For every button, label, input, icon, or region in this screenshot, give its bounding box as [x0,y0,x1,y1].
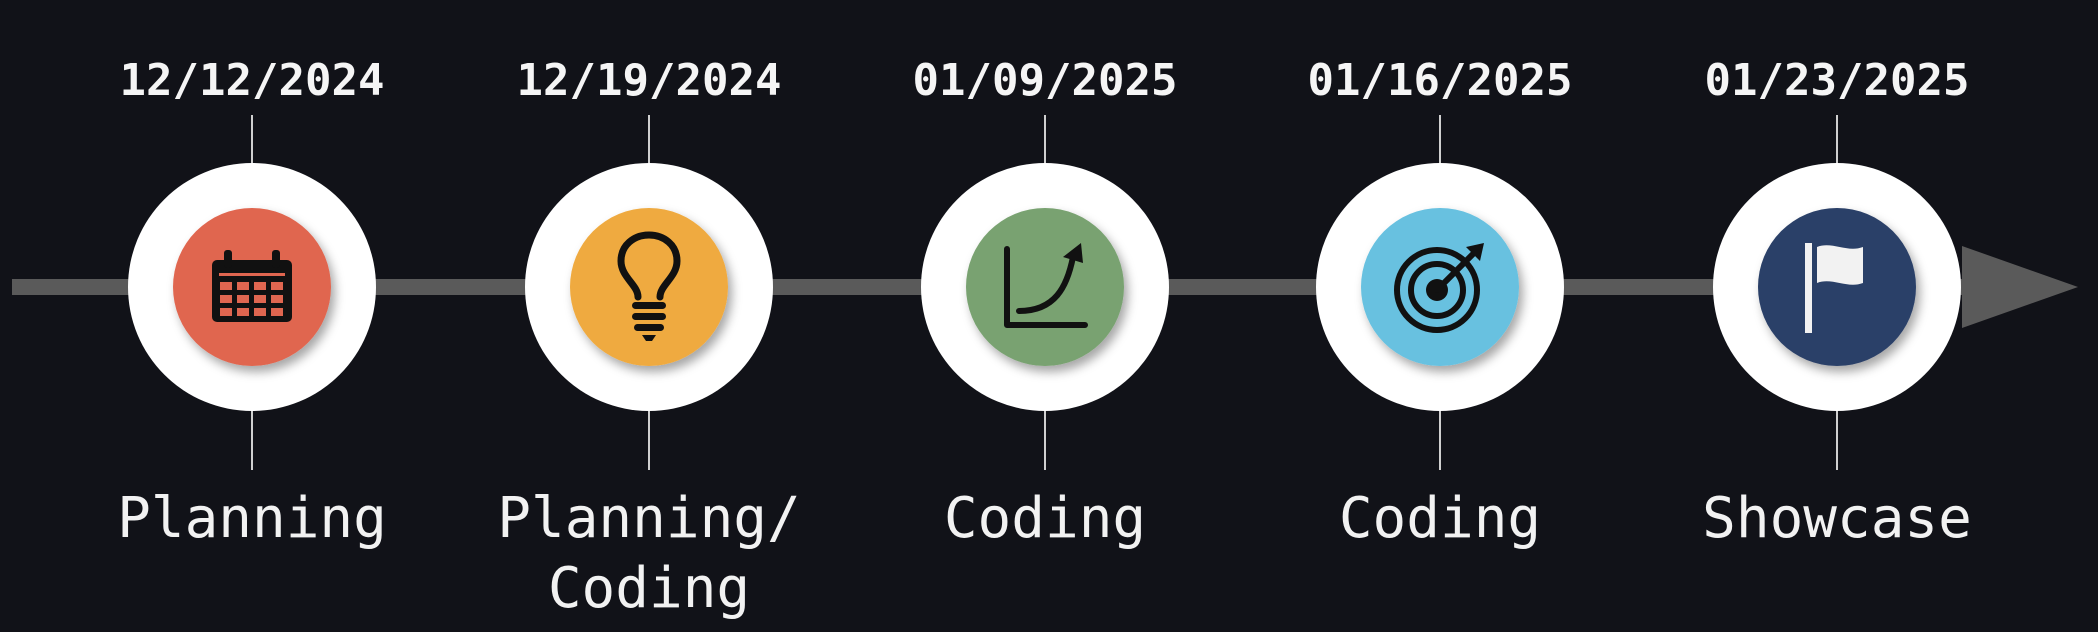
flag-pole [1805,243,1812,333]
target-outer-ring [1394,247,1480,333]
milestone-disc [966,208,1124,366]
calendar-icon [212,250,292,322]
target-arrow-fletch [1466,243,1484,261]
milestone-label: Planning [117,486,387,551]
milestone-label: Coding [944,486,1146,551]
milestone-date: 01/16/2025 [1308,55,1573,106]
calendar-cell [220,282,232,290]
flag-icon [1805,243,1863,333]
calendar-cell [237,308,249,316]
calendar-cell [254,282,266,290]
target-arrow-shaft [1434,246,1481,293]
calendar-cell [220,295,232,303]
calendar-cell [271,295,283,303]
chart-arrowhead [1063,243,1083,263]
milestone-label: Coding [1339,486,1541,551]
target-middle-ring [1408,261,1466,319]
chart-curve [1016,254,1076,314]
bulb-base-3 [634,324,664,331]
calendar-cell [237,295,249,303]
chart-axes [1004,246,1088,328]
milestone-label: Coding [548,556,750,621]
calendar-ring-left [224,250,232,268]
calendar-ring-right [272,250,280,268]
bulb-base-1 [632,302,666,309]
calendar-cell [254,308,266,316]
milestone-date: 01/09/2025 [913,55,1178,106]
calendar-header-line [219,273,285,276]
calendar-cell [220,308,232,316]
flag-cloth [1817,245,1863,285]
calendar-cell [271,282,283,290]
bulb-glass [617,231,681,301]
bulb-tip [642,335,656,341]
calendar-cell [254,295,266,303]
milestone-date: 01/23/2025 [1705,55,1970,106]
calendar-cell [271,308,283,316]
lightbulb-icon [617,231,681,341]
milestone-disc [570,208,728,366]
milestone-date: 12/19/2024 [517,55,782,106]
timeline-arrowhead [1962,246,2078,328]
calendar-cell [237,282,249,290]
target-icon [1394,243,1484,333]
milestone-label: Planning/ [497,486,800,551]
milestone-disc [1758,208,1916,366]
bulb-base-2 [632,313,666,320]
milestone-label: Showcase [1702,486,1972,551]
growth-chart-icon [1004,243,1088,328]
milestone-date: 12/12/2024 [120,55,385,106]
